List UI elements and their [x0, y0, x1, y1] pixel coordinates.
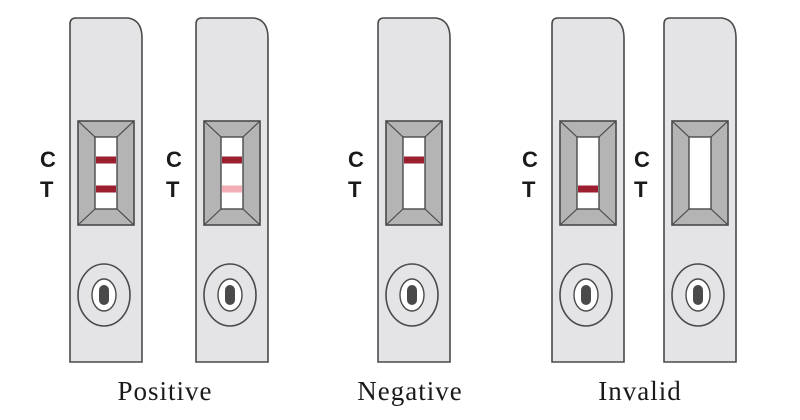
window-bevel-edge: [385, 208, 404, 226]
control-line: [404, 156, 424, 164]
test-letter: T: [166, 177, 180, 202]
window-bevel-edge: [559, 120, 578, 138]
result-window: [688, 136, 712, 210]
window-bevel-edge: [242, 208, 261, 226]
control-letter: C: [166, 147, 182, 172]
sample-well-hole: [225, 285, 235, 305]
test-letter: T: [522, 177, 536, 202]
control-letter: C: [634, 147, 650, 172]
window-bevel-edge: [203, 208, 222, 226]
window-bevel-edge: [116, 120, 135, 138]
label-invalid: Invalid: [598, 376, 681, 406]
sample-well-hole: [99, 285, 109, 305]
sample-well-hole: [407, 285, 417, 305]
control-letter: C: [348, 147, 364, 172]
window-bevel-edge: [559, 208, 578, 226]
window-bevel-edge: [203, 120, 222, 138]
window-bevel-edge: [242, 120, 261, 138]
window-bevel-edge: [77, 120, 96, 138]
test-strip-icon: CT: [522, 17, 625, 363]
test-strip-icon: CT: [348, 17, 451, 363]
window-bevel-edge: [598, 208, 617, 226]
result-window: [94, 136, 118, 210]
window-bevel-edge: [671, 120, 690, 138]
labels-layer: Positive Negative Invalid: [117, 376, 681, 406]
window-bevel-edge: [671, 208, 690, 226]
test-line: [96, 185, 116, 193]
result-window: [402, 136, 426, 210]
control-line: [222, 156, 242, 164]
window-bevel-edge: [424, 208, 443, 226]
test-letter: T: [634, 177, 648, 202]
test-letter: T: [40, 177, 54, 202]
control-letter: C: [40, 147, 56, 172]
result-window: [576, 136, 600, 210]
window-bevel-edge: [116, 208, 135, 226]
test-letter: T: [348, 177, 362, 202]
test-strip-icon: CT: [634, 17, 737, 363]
test-strip-icon: CT: [166, 17, 269, 363]
label-positive: Positive: [117, 376, 212, 406]
window-bevel-edge: [710, 208, 729, 226]
window-bevel-edge: [424, 120, 443, 138]
window-bevel-edge: [710, 120, 729, 138]
control-letter: C: [522, 147, 538, 172]
window-bevel-edge: [77, 208, 96, 226]
control-line: [96, 156, 116, 164]
test-line: [578, 185, 598, 193]
window-bevel-edge: [598, 120, 617, 138]
window-bevel-edge: [385, 120, 404, 138]
result-window: [220, 136, 244, 210]
test-line: [222, 185, 242, 193]
sample-well-hole: [581, 285, 591, 305]
label-negative: Negative: [357, 376, 462, 406]
sample-well-hole: [693, 285, 703, 305]
test-strip-icon: CT: [40, 17, 143, 363]
